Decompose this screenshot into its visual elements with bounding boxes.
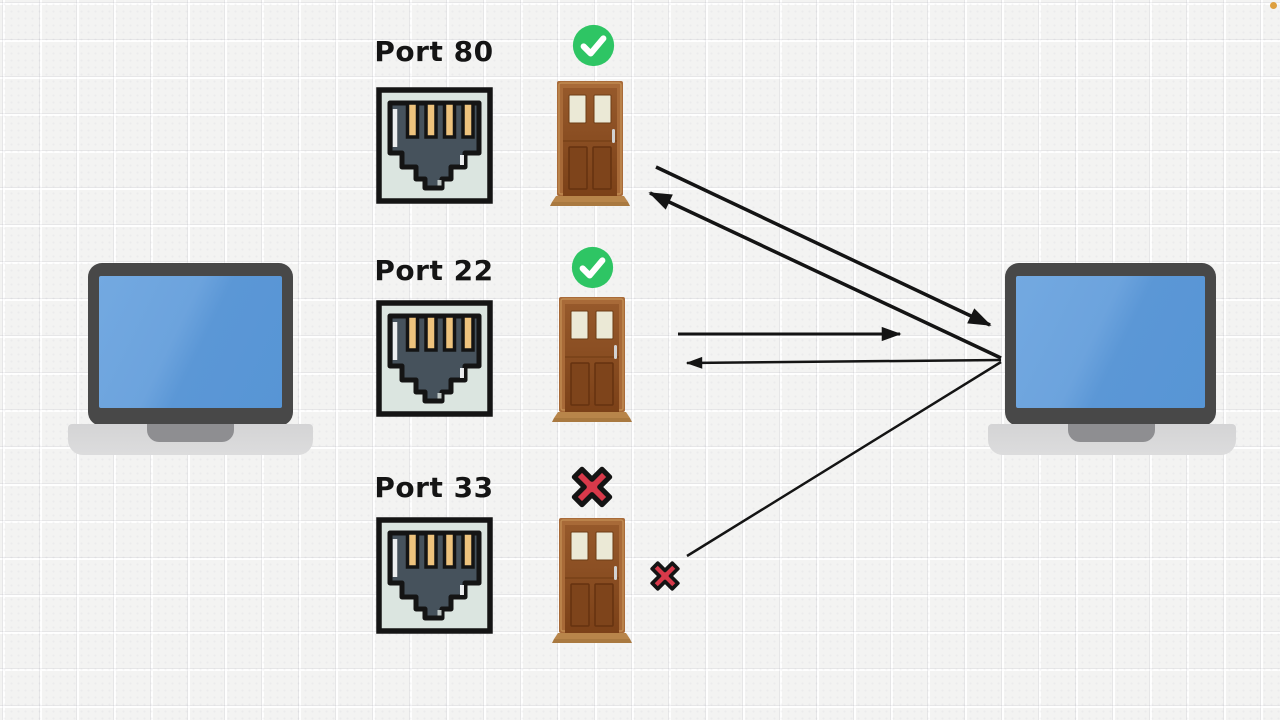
ethernet-jack-icon [376, 87, 493, 204]
right-laptop-notch [1068, 424, 1155, 442]
arrow-port80-outbound [655, 165, 992, 327]
arrow-port22-inbound [685, 356, 1002, 369]
door-icon [550, 81, 630, 206]
right-laptop-screen [1016, 276, 1205, 408]
arrow-port80-inbound [648, 191, 1002, 360]
port-22-label: Port 22 [374, 254, 494, 287]
port-80-label: Port 80 [374, 35, 494, 68]
cross-mark-icon [563, 458, 621, 516]
ethernet-jack-icon [376, 517, 493, 634]
right-laptop-frame [1005, 263, 1216, 426]
port-33-label: Port 33 [374, 471, 494, 504]
left-laptop-screen [99, 276, 282, 408]
check-circle-icon [571, 23, 616, 68]
door-icon [552, 297, 632, 422]
check-circle-icon [570, 245, 615, 290]
door-icon [552, 518, 632, 643]
arrow-port33-inbound-blocked [686, 360, 1002, 558]
left-laptop-frame [88, 263, 293, 426]
corner-dot [1270, 2, 1277, 9]
left-laptop-notch [147, 424, 234, 442]
cross-mark-icon [644, 555, 686, 597]
ethernet-jack-icon [376, 300, 493, 417]
